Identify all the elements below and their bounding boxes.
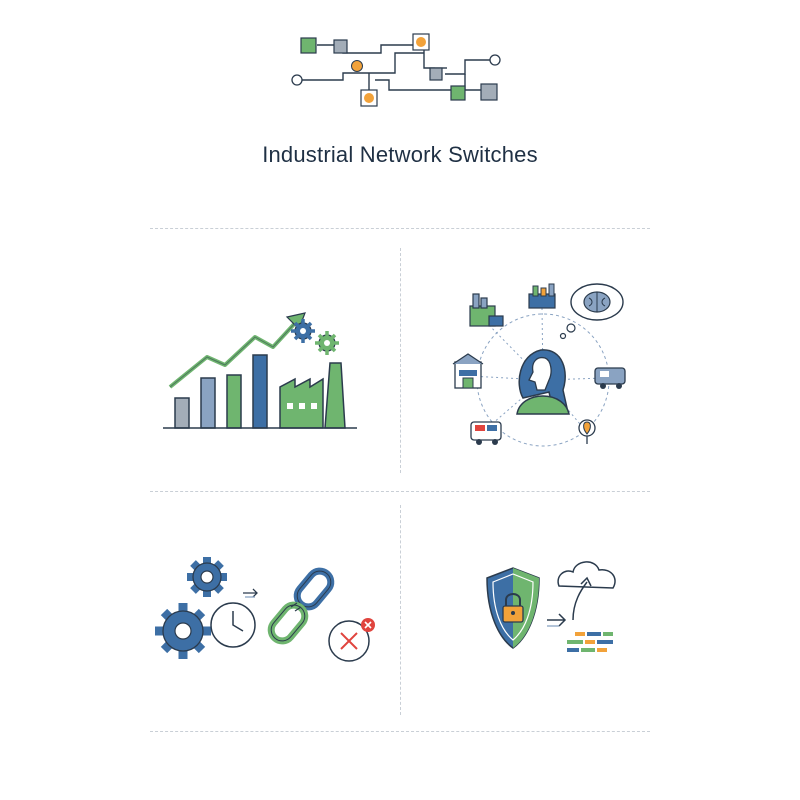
data-rows-icon — [567, 632, 613, 652]
gear-icon — [315, 331, 339, 355]
divider — [150, 731, 650, 732]
circuit-dot — [351, 60, 363, 72]
chimney — [324, 362, 346, 429]
growth-bar-chart-icon — [163, 312, 357, 429]
bar — [252, 354, 268, 429]
circuit-node — [333, 39, 348, 54]
circuit-node — [300, 37, 317, 54]
arrow-right-icon — [547, 613, 567, 627]
bar — [200, 377, 216, 429]
circuit-node — [450, 85, 466, 101]
operator-hub-icon — [452, 283, 626, 447]
divider — [400, 248, 401, 473]
divider — [400, 505, 401, 715]
clock-icon — [210, 602, 256, 648]
thought-bubble-brain-icon — [559, 283, 624, 340]
bar — [226, 374, 242, 429]
service-car-icon — [470, 421, 502, 445]
circuit-dot — [416, 37, 426, 47]
factory-icon — [528, 283, 556, 309]
location-pin-icon — [578, 419, 596, 444]
page-title: Industrial Network Switches — [262, 142, 538, 167]
shield-lock-icon — [486, 567, 540, 649]
network-circuit-icon — [291, 33, 501, 107]
broken-chain-icon — [267, 567, 335, 645]
divider — [150, 491, 650, 492]
van-icon — [594, 367, 626, 389]
circuit-node — [480, 83, 498, 101]
circuit-dot — [364, 93, 374, 103]
gear-icon — [187, 557, 227, 597]
cloud-upload-icon — [557, 561, 616, 621]
bar — [174, 397, 190, 429]
circuit-node — [429, 67, 443, 81]
factory-icon — [469, 293, 504, 327]
building-icon — [452, 353, 484, 389]
error-clock-icon — [328, 618, 375, 662]
gear-icon — [155, 603, 211, 659]
secure-cloud-icon — [486, 561, 616, 652]
maintenance-downtime-icon — [155, 557, 375, 662]
circuit-dot — [291, 74, 303, 86]
circuit-dot — [489, 54, 501, 66]
divider — [150, 228, 650, 229]
arrow-right-icon — [243, 588, 258, 598]
operator-avatar — [516, 349, 570, 415]
gear-icon — [291, 319, 315, 343]
